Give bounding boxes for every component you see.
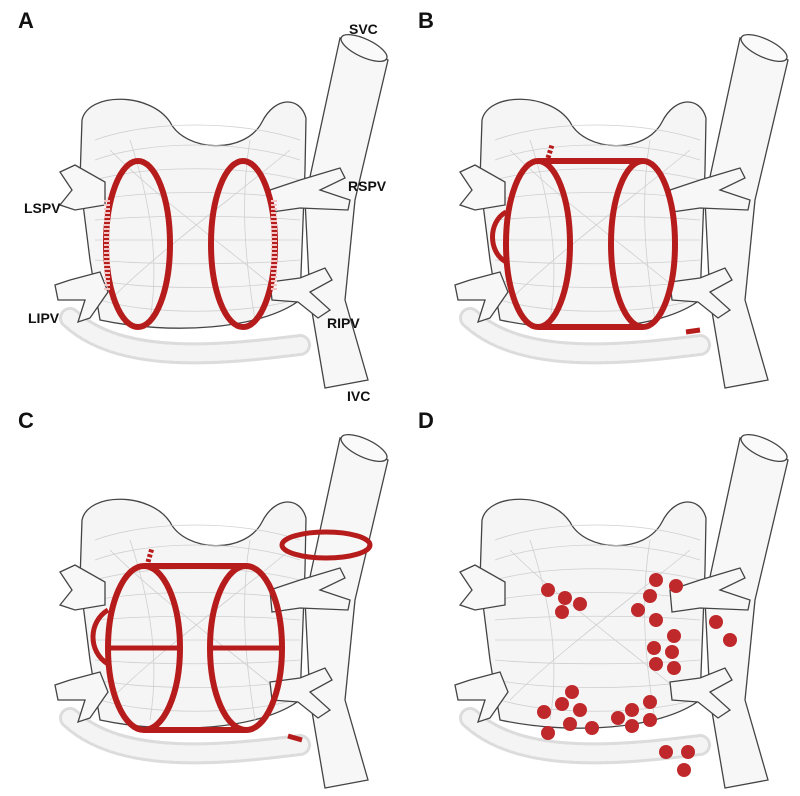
label-ivc: IVC [347,388,370,404]
label-rspv: RSPV [348,178,387,194]
mitral-isthmus-line [490,209,508,265]
panel-d-letter: D [418,408,434,433]
panel-c-letter: C [18,408,34,433]
panel-b-letter: B [418,8,434,33]
label-ripv: RIPV [327,315,360,331]
panel-b: B [418,8,790,388]
cti-line-marker [287,733,303,743]
svc-isolation-ring [279,529,373,561]
label-lipv: LIPV [28,310,60,326]
cti-line-marker [685,327,701,335]
panel-c: C [18,408,390,788]
panel-d: D [418,408,790,788]
cfae-ablation-points [537,573,737,777]
label-lspv: LSPV [24,200,61,216]
mitral-isthmus-line [90,607,110,667]
panel-a: A SVC LSPV LIPV RSPV RIPV IVC [18,8,390,404]
panel-a-letter: A [18,8,34,33]
label-svc: SVC [349,21,378,37]
